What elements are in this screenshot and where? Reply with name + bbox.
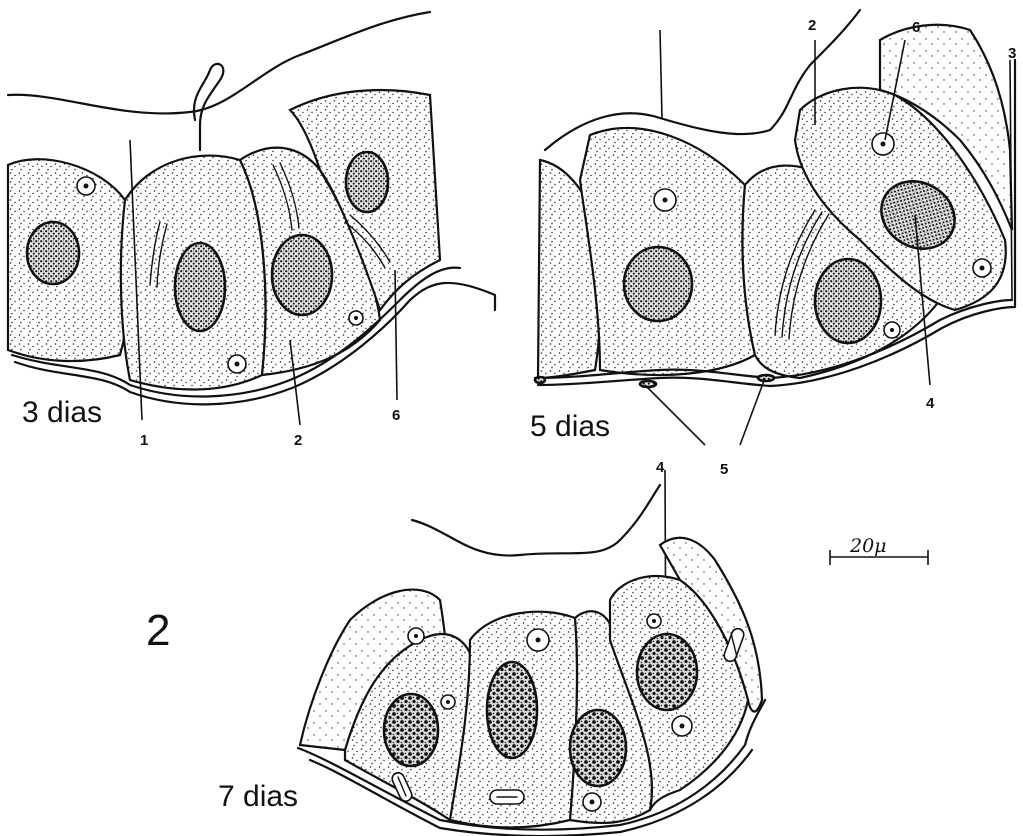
label-2: 2	[294, 432, 302, 449]
nucleus	[27, 222, 79, 284]
label-2: 2	[808, 17, 816, 34]
label-4: 4	[656, 459, 665, 476]
label-1: 1	[140, 432, 148, 449]
figure-number: 2	[146, 606, 170, 655]
label-3: 3	[1008, 45, 1016, 62]
panel-3-dias: 1 2 6 3 dias	[8, 12, 495, 449]
panel-caption-3-dias: 3 dias	[22, 396, 102, 429]
scale-bar: 20μ	[830, 535, 928, 565]
panel-caption-7-dias: 7 dias	[218, 780, 298, 813]
label-6: 6	[392, 407, 400, 424]
nucleus	[272, 235, 332, 315]
nucleus	[570, 710, 626, 786]
panel-caption-5-dias: 5 dias	[530, 410, 610, 443]
lumen-outline	[412, 485, 660, 556]
nucleus	[624, 247, 692, 321]
nucleus	[346, 152, 388, 212]
label-4: 4	[926, 395, 935, 412]
scale-bar-label: 20μ	[849, 535, 887, 557]
nucleus	[175, 243, 225, 331]
panel-7-dias: 4 7 dias	[218, 459, 765, 836]
panel-5-dias: 2 6 3 4 5 5 dias	[530, 10, 1016, 478]
label-5: 5	[720, 461, 728, 478]
nucleus	[637, 634, 697, 710]
label-6: 6	[912, 19, 920, 36]
nucleus	[384, 694, 438, 766]
nucleus	[815, 259, 881, 343]
nucleus	[487, 662, 537, 758]
